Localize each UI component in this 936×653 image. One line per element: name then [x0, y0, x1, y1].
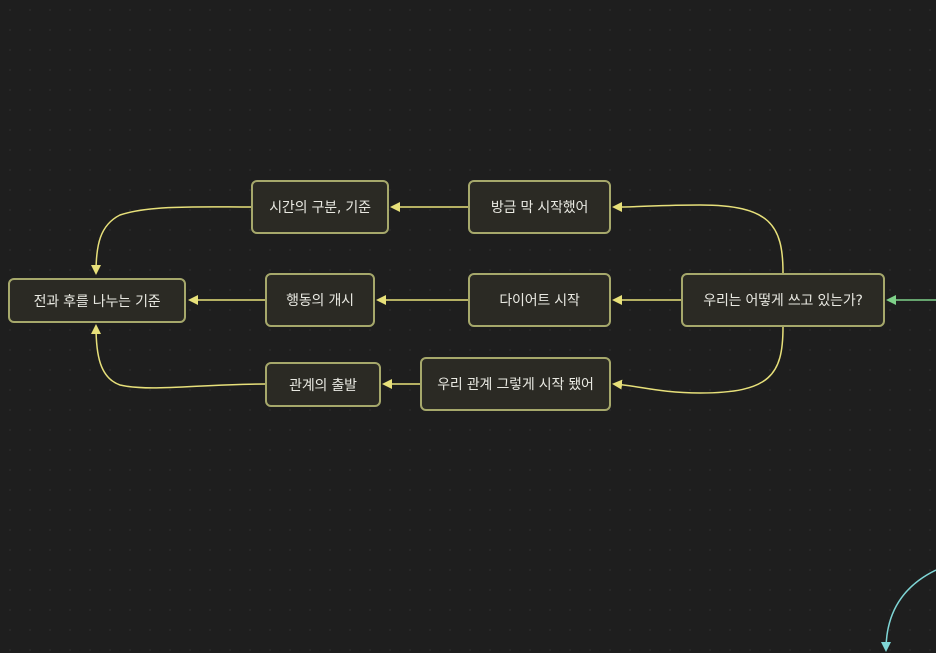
- node-just-started-label: 방금 막 시작했어: [490, 200, 589, 216]
- node-relationship-start-label: 우리 관계 그렇게 시작 됐어: [437, 377, 594, 393]
- edge-time-division-to-before-after[interactable]: [91, 206, 252, 275]
- edge-partial-cyan[interactable]: [881, 569, 936, 652]
- node-question-label: 우리는 어떻게 쓰고 있는가?: [703, 293, 863, 309]
- node-relationship-origin[interactable]: 관계의 출발: [265, 362, 381, 407]
- node-before-after-label: 전과 후를 나누는 기준: [33, 293, 161, 310]
- node-action-onset[interactable]: 행동의 개시: [265, 273, 375, 327]
- edge-origin-to-before-after[interactable]: [91, 324, 266, 389]
- node-time-division-label: 시간의 구분, 기준: [269, 200, 371, 216]
- node-action-onset-label: 행동의 개시: [286, 293, 354, 309]
- node-before-after[interactable]: 전과 후를 나누는 기준: [8, 278, 186, 323]
- node-relationship-origin-label: 관계의 출발: [289, 377, 357, 394]
- node-relationship-start[interactable]: 우리 관계 그렇게 시작 됐어: [420, 357, 611, 411]
- node-question[interactable]: 우리는 어떻게 쓰고 있는가?: [681, 273, 885, 327]
- node-just-started[interactable]: 방금 막 시작했어: [468, 180, 611, 234]
- node-time-division[interactable]: 시간의 구분, 기준: [251, 180, 389, 234]
- node-diet-start-label: 다이어트 시작: [499, 293, 580, 309]
- edge-question-to-relationship-start[interactable]: [612, 326, 784, 394]
- edge-question-to-just-started[interactable]: [612, 201, 784, 274]
- node-diet-start[interactable]: 다이어트 시작: [468, 273, 611, 327]
